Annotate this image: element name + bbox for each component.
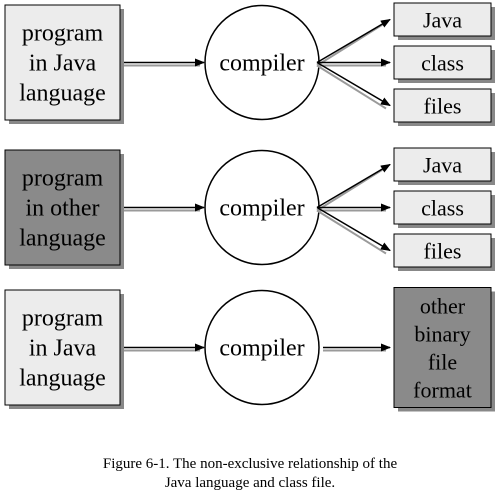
source-box-3-label-line-1: program: [22, 306, 104, 332]
arrow-source-to-compiler-3: [124, 343, 205, 352]
output-box-1-2-label-line-1: class: [421, 51, 464, 76]
output-box-2-1-fill: [393, 147, 492, 182]
arrow-source-to-compiler-2: [124, 203, 205, 212]
arrow-compiler-to-output-1-1-line: [316, 18, 391, 64]
output-box-3-1-label-line-3: file: [428, 350, 457, 375]
output-box-1-1-label-line-1: Java: [423, 8, 462, 33]
output-box-2-1: [393, 147, 495, 185]
output-box-1-2-fill: [393, 45, 492, 80]
arrow-compiler-to-output-1-1-shadow: [316, 21, 387, 67]
source-box-1-label-line-1: program: [22, 21, 104, 47]
arrow-compiler-to-output-2-3-shadow: [316, 209, 387, 255]
output-box-2-2: [393, 190, 495, 228]
arrow-compiler-to-output-1-3-shadow: [316, 64, 387, 110]
figure-caption-line-2: Java language and class file.: [164, 475, 336, 491]
output-box-1-2: [393, 45, 495, 83]
output-box-2-2-label-line-1: class: [421, 196, 464, 221]
compiler-label-2: compiler: [219, 196, 304, 222]
output-box-2-2-fill: [393, 190, 492, 225]
arrow-compiler-to-output-2-1: [316, 163, 391, 212]
output-box-2-1-label-line-1: Java: [423, 153, 462, 178]
arrow-source-to-compiler-1: [124, 58, 205, 67]
arrow-compiler-to-output-3-1: [323, 343, 391, 352]
output-box-2-3-fill: [393, 233, 492, 268]
arrow-compiler-to-output-2-1-shadow: [316, 166, 387, 212]
source-box-1-label-line-3: language: [19, 81, 106, 107]
figure-caption-line-1: Figure 6-1. The non-exclusive relationsh…: [102, 456, 398, 472]
arrow-compiler-to-output-2-2: [317, 203, 391, 212]
compiler-circle-3: [204, 289, 320, 406]
source-box-2-fill: [4, 149, 121, 266]
compiler-label-1: compiler: [219, 51, 304, 77]
output-box-1-1: [393, 2, 495, 40]
source-box-2-label-line-1: program: [22, 166, 104, 192]
source-box-3: [4, 289, 124, 409]
source-box-3-fill: [4, 289, 121, 406]
output-box-3-1-label-line-2: binary: [414, 322, 470, 347]
arrow-compiler-to-output-2-3-line: [316, 206, 391, 252]
output-box-3-1: [393, 287, 495, 412]
arrow-compiler-to-output-1-3: [316, 61, 391, 110]
diagram-row-3: program in Java language compiler other binar…: [4, 287, 495, 412]
output-box-2-3-label-line-1: files: [424, 239, 462, 264]
compiler-label-3: compiler: [219, 336, 304, 362]
diagram-row-1: program in Java language compiler Java class f…: [4, 2, 495, 126]
output-box-1-3-fill: [393, 88, 492, 123]
source-box-3-label-line-3: language: [19, 366, 106, 392]
source-box-1: [4, 4, 124, 124]
diagram-row-2: program in other language compiler Java class…: [4, 147, 495, 271]
source-box-2-label-line-2: in other: [26, 196, 100, 222]
arrow-compiler-to-output-1-2: [317, 58, 391, 67]
output-box-2-3: [393, 233, 495, 271]
arrow-compiler-to-output-1-3-line: [316, 61, 391, 107]
arrow-compiler-to-output-2-3: [316, 206, 391, 255]
source-box-2-label-line-3: language: [19, 226, 106, 252]
source-box-2: [4, 149, 124, 269]
output-box-1-3: [393, 88, 495, 126]
output-box-3-1-fill: [393, 287, 492, 408]
output-box-1-1-fill: [393, 2, 492, 37]
output-box-3-1-label-line-1: other: [420, 294, 466, 319]
output-box-3-1-label-line-4: format: [413, 378, 472, 403]
source-box-1-fill: [4, 4, 121, 121]
source-box-3-label-line-2: in Java: [29, 336, 97, 362]
arrow-compiler-to-output-2-1-line: [316, 163, 391, 209]
output-box-1-3-label-line-1: files: [424, 94, 462, 119]
arrow-compiler-to-output-1-1: [316, 18, 391, 67]
source-box-1-label-line-2: in Java: [29, 51, 97, 77]
